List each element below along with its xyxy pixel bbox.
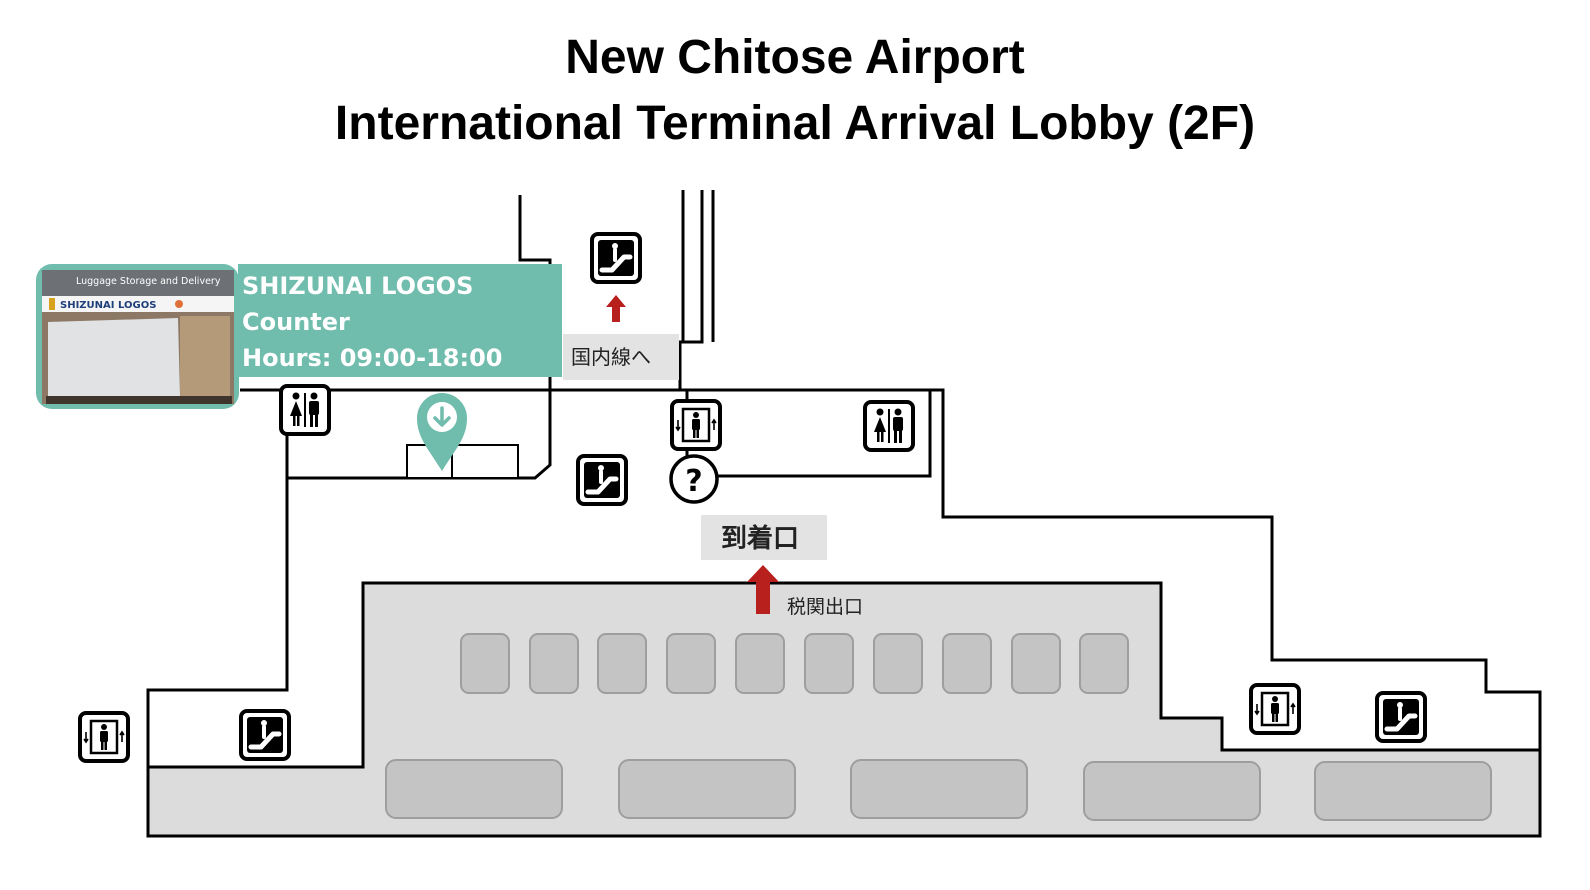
svg-text:?: ? — [685, 464, 702, 499]
carousel-slot — [597, 633, 647, 694]
carousel-slot — [529, 633, 579, 694]
carousel-long — [1083, 761, 1261, 821]
elevator-icon[interactable] — [78, 711, 130, 763]
counter-info-card[interactable]: SHIZUNAI LOGOS Counter Hours: 09:00-18:0… — [238, 264, 562, 377]
arrow-up-icon — [606, 295, 626, 322]
customs-exit-label: 税関出口 — [787, 596, 863, 618]
arrow-up-icon — [747, 565, 779, 614]
counter-photo: Luggage Storage and Delivery SHIZUNAI LO… — [36, 264, 239, 409]
map-title-line-2: International Terminal Arrival Lobby (2F… — [334, 97, 1256, 150]
carousel-slot — [460, 633, 510, 694]
carousel-slot — [873, 633, 923, 694]
location-pin-icon[interactable] — [417, 393, 467, 471]
carousel-long — [618, 759, 796, 819]
information-icon[interactable]: ? — [669, 454, 719, 504]
arrival-gate-label[interactable]: 到着口 — [721, 523, 799, 554]
counter-name: SHIZUNAI LOGOS — [242, 272, 473, 300]
photo-banner-text: Luggage Storage and Delivery — [76, 276, 221, 287]
carousel-slot — [942, 633, 992, 694]
carousel-long — [850, 759, 1028, 819]
arrival-label-bg — [701, 515, 827, 560]
carousel-long — [385, 759, 563, 819]
counter-hours: Hours: 09:00-18:00 — [242, 344, 502, 372]
counter-type: Counter — [242, 308, 350, 336]
carousel-slot — [735, 633, 785, 694]
map-title-line-1: New Chitose Airport — [565, 31, 1025, 84]
carousel-slot — [804, 633, 854, 694]
carousel-long — [1314, 761, 1492, 821]
carousel-slot — [666, 633, 716, 694]
domestic-connection-label[interactable]: 国内線へ — [571, 345, 651, 369]
escalator-icon[interactable] — [578, 456, 626, 504]
domestic-label-bg — [563, 334, 679, 380]
restroom-icon[interactable] — [279, 384, 331, 436]
escalator-icon[interactable] — [241, 711, 289, 759]
escalator-icon[interactable] — [592, 234, 640, 282]
baggage-carousels — [385, 633, 1492, 821]
carousel-slot — [1079, 633, 1129, 694]
elevator-icon[interactable] — [1249, 683, 1301, 735]
counter-desk — [406, 444, 519, 479]
restroom-icon[interactable] — [863, 400, 915, 452]
escalator-icon[interactable] — [1377, 693, 1425, 741]
carousel-slot — [1011, 633, 1061, 694]
photo-sign-text: SHIZUNAI LOGOS — [60, 300, 156, 311]
elevator-icon[interactable] — [670, 399, 722, 451]
